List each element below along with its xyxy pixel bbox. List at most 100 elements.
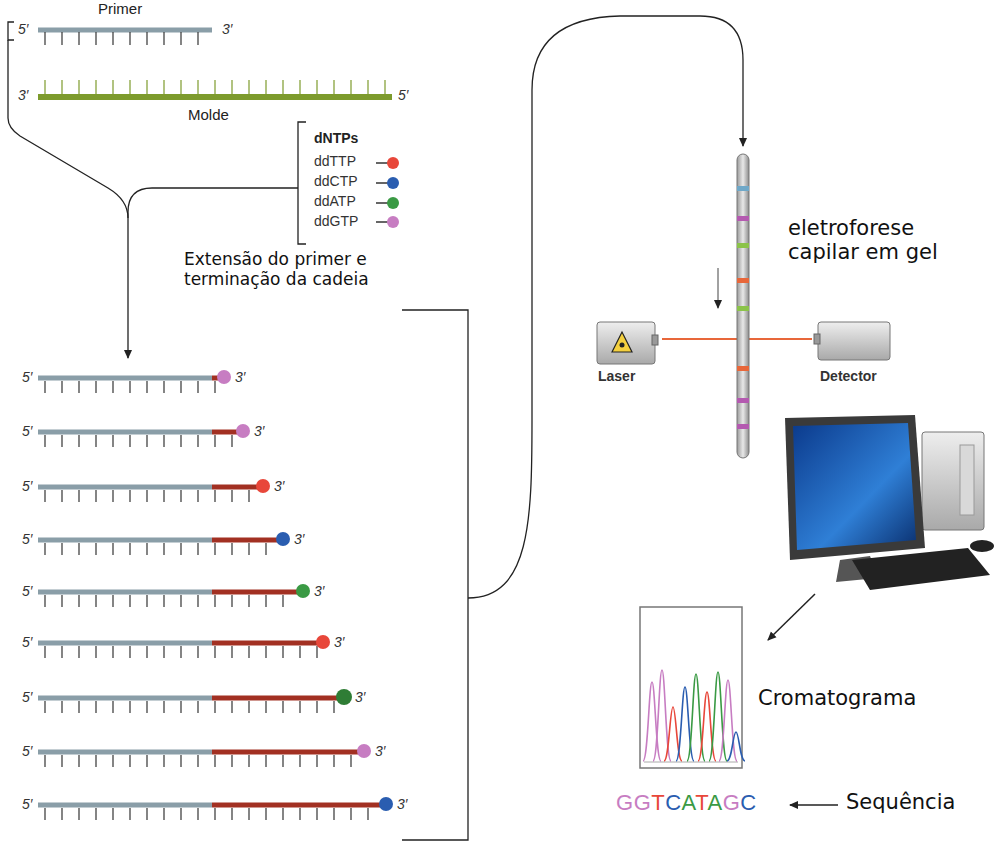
base-tick [44,543,45,555]
computer [785,415,994,590]
base-tick [112,543,113,555]
strand-end-label: 3′ [274,478,284,494]
extended-segment [212,696,344,701]
base-tick [282,646,283,658]
base-tick [163,80,164,95]
base-tick [146,543,147,555]
terminator-dot [316,635,330,649]
base-tick [214,808,215,820]
base-tick [78,80,79,95]
strand-end-label: 5′ [22,796,32,812]
base-tick [282,701,283,713]
base-tick [95,701,96,713]
strand-end-label: 3′ [375,743,385,759]
base-tick [299,701,300,713]
base-tick [44,435,45,447]
base-tick [163,32,164,45]
terminator-dot [256,479,270,493]
strand-end-label: 5′ [22,583,32,599]
base-tick [61,80,62,95]
base-tick [282,755,283,767]
base-tick [112,435,113,447]
base-tick [129,32,130,45]
base-tick [248,543,249,555]
base-tick [163,646,164,658]
base-tick [61,32,62,45]
base-tick [61,701,62,713]
base-tick [231,701,232,713]
base-tick [95,646,96,658]
base-tick [265,646,266,658]
base-tick [299,80,300,95]
base-tick [146,701,147,713]
flow-arrow [468,16,743,598]
base-tick [78,381,79,393]
base-tick [316,755,317,767]
base-tick [265,595,266,607]
base-tick [180,595,181,607]
base-tick [44,701,45,713]
terminator-dot [296,584,310,598]
base-tick [78,543,79,555]
ddctp-dot [387,177,399,189]
base-tick [265,80,266,95]
base-tick [112,32,113,45]
base-tick [180,543,181,555]
base-tick [248,646,249,658]
base-tick [129,80,130,95]
strand-end-label: 3′ [235,369,245,385]
step-note: Extensão do primer e terminação da cadei… [184,250,424,289]
base-tick [282,80,283,95]
base-tick [61,808,62,820]
base-tick [163,381,164,393]
base-tick [350,755,351,767]
base-tick [95,755,96,767]
base-tick [95,435,96,447]
base-tick [231,595,232,607]
base-tick [197,381,198,393]
base-tick [78,435,79,447]
base-tick [265,543,266,555]
capillary [737,154,749,458]
base-tick [197,80,198,95]
base-tick [214,381,215,393]
base-tick [44,755,45,767]
base-tick [214,755,215,767]
base-tick [129,381,130,393]
base-tick [214,595,215,607]
base-tick [231,755,232,767]
strand-end-label: 5′ [22,531,32,547]
base-tick [163,595,164,607]
base-tick [163,755,164,767]
base-tick [129,755,130,767]
base-tick [180,32,181,45]
extended-segment [212,641,323,646]
base-tick [180,808,181,820]
base-tick [112,490,113,502]
base-tick [163,435,164,447]
base-tick [350,80,351,95]
base-tick [95,808,96,820]
base-tick [112,80,113,95]
reagent-heading: dNTPs [314,130,358,146]
base-tick [78,32,79,45]
base-tick [197,755,198,767]
output-arrow [768,594,815,640]
base-tick [282,595,283,607]
terminator-dot [379,797,393,811]
base-tick [316,701,317,713]
base-tick [112,808,113,820]
base-tick [44,646,45,658]
base-tick [248,755,249,767]
strand-end-label: 5′ [22,369,32,385]
base-tick [146,755,147,767]
base-tick [316,646,317,658]
base-tick [129,646,130,658]
chromatogram-panel: Cromatograma [636,604,956,772]
base-tick [282,808,283,820]
strand-end-label: 5′ [22,423,32,439]
base-tick [112,755,113,767]
ddgtp-dot [387,216,399,228]
base-tick [180,435,181,447]
base-tick [350,808,351,820]
